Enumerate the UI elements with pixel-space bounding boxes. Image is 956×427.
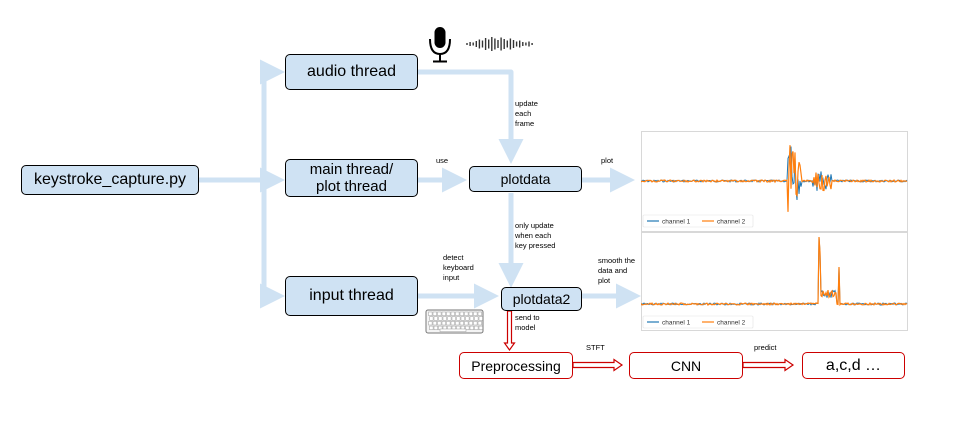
top-waveform-plot: channel 1 channel 2 [641,131,908,232]
cnn-label: CNN [670,357,702,374]
plotdata2-label: plotdata2 [512,291,571,307]
capture-script-label: keystroke_capture.py [33,171,187,188]
label-update-each-frame: update each frame [515,99,538,128]
label-only-update: only update when each key pressed [515,221,556,250]
label-smooth-plot: smooth the data and plot [598,256,636,285]
top-legend-channel-2: channel 2 [717,219,746,226]
main-thread-node: main thread/ plot thread [285,159,418,197]
microphone-icon [429,27,451,63]
output-node: a,c,d … [802,352,905,379]
bottom-waveform-plot: channel 1 channel 2 [641,232,908,331]
input-thread-label: input thread [309,287,394,304]
label-stft: STFT [586,343,605,352]
label-use: use [436,156,449,165]
arrow-cnn-to-output [742,358,795,372]
preprocessing-node: Preprocessing [459,352,573,379]
label-plot: plot [601,156,614,165]
preprocessing-label: Preprocessing [471,357,561,374]
plotdata-node: plotdata [469,166,582,192]
sound-wave-icon [466,37,533,51]
top-legend-channel-1: channel 1 [662,219,691,226]
keyboard-icon [425,309,484,334]
arrow-preprocessing-to-cnn [572,358,624,372]
arrow-audio-to-plotdata [418,69,524,164]
main-thread-label: main thread/ plot thread [309,161,394,195]
plotdata-label: plotdata [500,171,551,187]
bottom-legend-channel-1: channel 1 [662,320,691,327]
input-thread-node: input thread [285,276,418,316]
label-send-to-model: send to model [515,313,540,332]
output-label: a,c,d … [825,356,882,374]
bottom-legend-channel-2: channel 2 [717,320,746,327]
audio-thread-node: audio thread [285,54,418,90]
capture-script-node: keystroke_capture.py [21,165,199,195]
arrow-plotdata2-to-preprocessing [503,310,516,352]
plotdata2-node: plotdata2 [501,287,582,311]
label-predict: predict [754,343,777,352]
cnn-node: CNN [629,352,743,379]
label-detect-keyboard: detect keyboard input [443,253,474,282]
audio-thread-label: audio thread [307,63,396,80]
